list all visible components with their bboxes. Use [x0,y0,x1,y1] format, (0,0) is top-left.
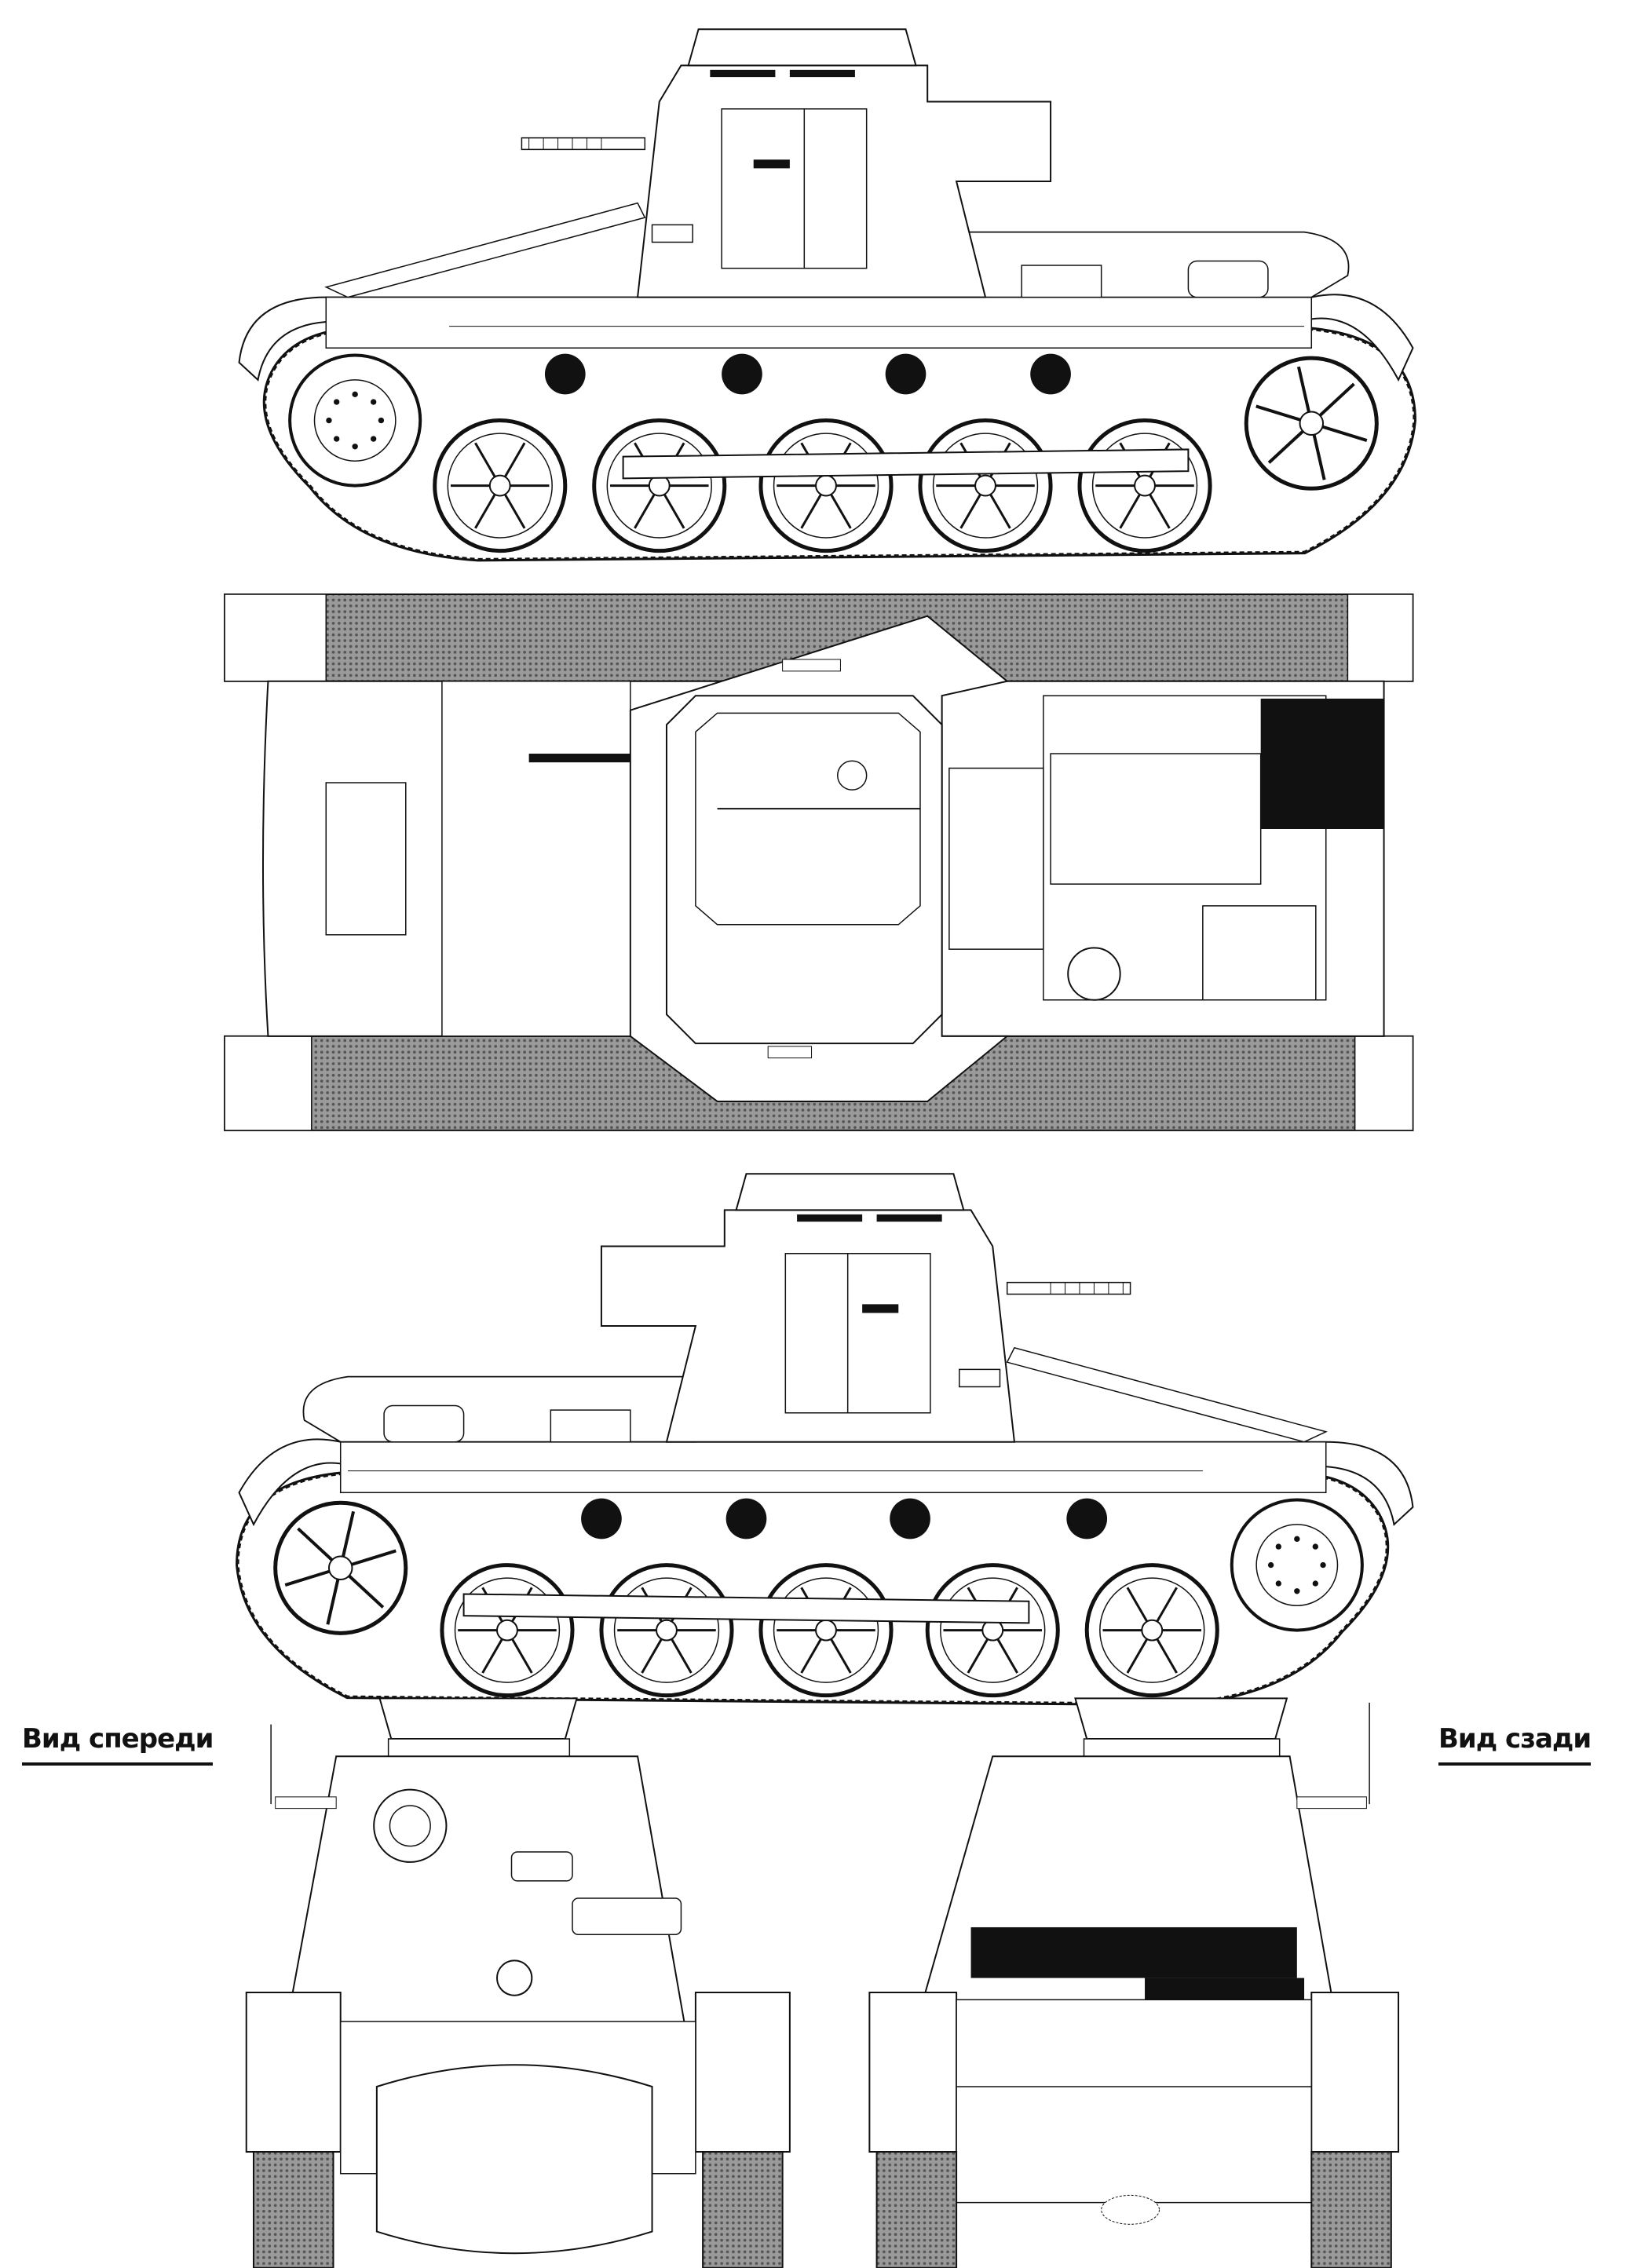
rear-view-label: Вид сзади [1438,1723,1592,1766]
side-view-right [239,1174,1413,1703]
side-view-left [239,29,1413,558]
rear-view [869,1698,1398,2267]
front-view-label: Вид спереди [22,1723,214,1766]
top-view [225,594,1413,1130]
front-view [247,1698,790,2267]
